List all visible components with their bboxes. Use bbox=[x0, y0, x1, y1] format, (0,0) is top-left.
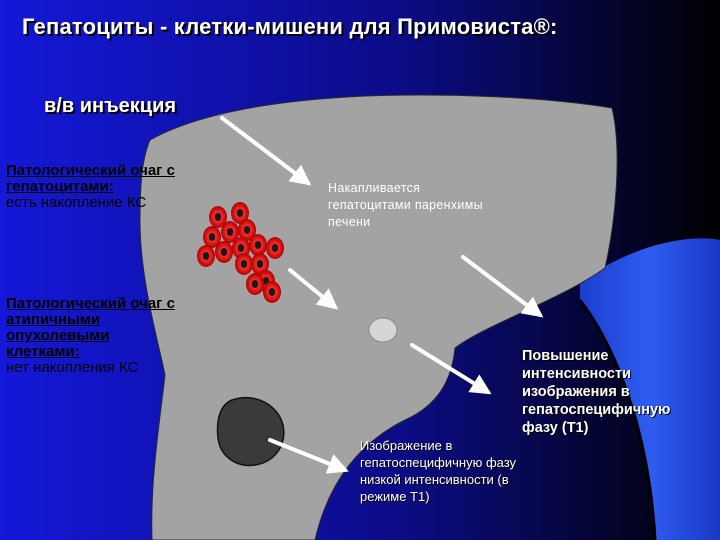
hepatocyte-cell bbox=[249, 234, 267, 256]
hepatocyte-focus-label: Патологический очаг с гепатоцитами: есть… bbox=[6, 163, 175, 211]
low-intensity-line-2: гепатоспецифичную фазу bbox=[360, 455, 517, 470]
intensity-increase-line-5: фазу (T1) bbox=[522, 420, 589, 436]
parenchyma-note-line-3: печени bbox=[328, 215, 371, 229]
intensity-increase-line-2: интенсивности bbox=[522, 366, 631, 382]
hepatocyte-cluster bbox=[197, 202, 284, 303]
atypical-focus-heading-2: атипичными bbox=[6, 311, 101, 328]
atypical-focus-label: Патологический очаг с атипичными опухоле… bbox=[6, 296, 175, 376]
hepatocyte-cell bbox=[246, 273, 264, 295]
low-intensity-line-1: Изображение в bbox=[360, 438, 453, 453]
vessel bbox=[580, 238, 720, 540]
hepatocyte-cell bbox=[209, 206, 227, 228]
atypical-focus-heading-4: клетками: bbox=[6, 343, 80, 360]
hepatocyte-focus-note: есть накопление КС bbox=[6, 194, 147, 211]
parenchyma-note-line-2: гепатоцитами паренхимы bbox=[328, 198, 483, 212]
hepatocyte-cell bbox=[203, 226, 221, 248]
hepatocyte-cell bbox=[235, 253, 253, 275]
intensity-increase-line-4: гепатоспецифичную bbox=[522, 402, 671, 418]
arrow-injection-to-parenchyma bbox=[220, 116, 312, 186]
atypical-focus-note: нет накопления КС bbox=[6, 359, 139, 376]
hepatocyte-cell bbox=[231, 202, 249, 224]
hepatocyte-cell bbox=[263, 281, 281, 303]
arrow-to-intensity-increase bbox=[410, 343, 492, 395]
arrows bbox=[220, 116, 544, 474]
vessel-edge bbox=[578, 299, 657, 540]
hepatocyte-cell bbox=[266, 237, 284, 259]
arrow-to-small-lesion bbox=[288, 268, 339, 310]
parenchyma-note-line-1: Накапливается bbox=[328, 181, 421, 195]
intensity-increase-line-3: изображения в bbox=[522, 384, 630, 400]
page-title: Гепатоциты - клетки-мишени для Примовист… bbox=[22, 14, 558, 39]
injection-label: в/в инъекция bbox=[44, 95, 177, 117]
hepatocyte-cell bbox=[238, 219, 256, 241]
intensity-increase-line-1: Повышение bbox=[522, 348, 609, 364]
low-intensity-label: Изображение в гепатоспецифичную фазу низ… bbox=[360, 437, 516, 505]
hepatocyte-focus-heading-1: Патологический очаг с bbox=[6, 162, 175, 179]
atypical-focus-heading-3: опухолевыми bbox=[6, 327, 110, 344]
hepatocyte-cell bbox=[215, 241, 233, 263]
parenchyma-note: Накапливается гепатоцитами паренхимы печ… bbox=[328, 180, 483, 231]
low-intensity-line-4: режиме T1) bbox=[360, 489, 430, 504]
atypical-focus-heading-1: Патологический очаг с bbox=[6, 295, 175, 312]
hepatocyte-cell bbox=[251, 253, 269, 275]
hepatocyte-cell bbox=[197, 245, 215, 267]
intensity-increase-label: Повышение интенсивности изображения в ге… bbox=[522, 347, 670, 437]
hepatocyte-focus-heading-2: гепатоцитами: bbox=[6, 178, 114, 195]
arrow-to-low-intensity bbox=[268, 438, 349, 474]
arrow-to-vessel bbox=[461, 255, 544, 318]
small-lesion bbox=[368, 317, 398, 343]
low-intensity-line-3: низкой интенсивности (в bbox=[360, 472, 509, 487]
tumor-lesion bbox=[216, 396, 285, 467]
hepatocyte-cell bbox=[221, 221, 239, 243]
